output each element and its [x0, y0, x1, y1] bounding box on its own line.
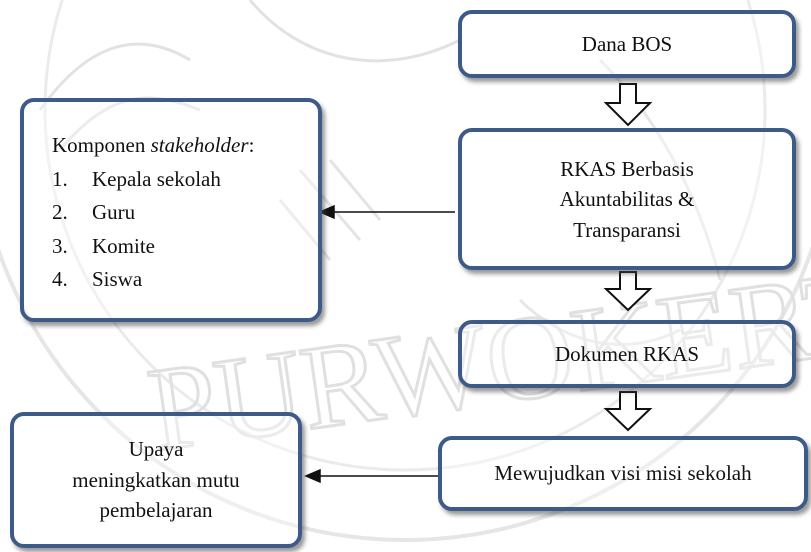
down-arrow-1	[603, 83, 653, 127]
dana-bos-label: Dana BOS	[581, 31, 673, 56]
dana-bos-box: Dana BOS	[458, 10, 796, 78]
down-arrow-2	[603, 271, 653, 312]
rkas-line-3: Transparansi	[573, 217, 681, 242]
down-arrow-3	[603, 391, 653, 432]
mewujudkan-label: Mewujudkan visi misi sekolah	[494, 461, 752, 486]
left-arrow-1	[318, 204, 335, 220]
list-item: 1.Kepala sekolah	[52, 166, 221, 191]
list-item: 3.Komite	[52, 233, 155, 258]
upaya-box: Upaya meningkatkan mutu pembelajaran	[10, 412, 302, 548]
stakeholder-box: Komponen stakeholder: 1.Kepala sekolah 2…	[20, 98, 322, 322]
rkas-line-2: Akuntabilitas &	[559, 187, 695, 212]
upaya-line-2: meningkatkan mutu	[72, 467, 240, 492]
stakeholder-heading: Komponen stakeholder:	[52, 133, 255, 157]
list-item: 2.Guru	[52, 200, 136, 225]
dokumen-rkas-box: Dokumen RKAS	[458, 320, 796, 388]
left-arrow-2	[304, 468, 321, 484]
dokumen-rkas-label: Dokumen RKAS	[554, 341, 700, 366]
stakeholder-list: 1.Kepala sekolah 2.Guru 3.Komite 4.Siswa	[52, 163, 254, 297]
rkas-line-1: RKAS Berbasis	[560, 157, 694, 181]
mewujudkan-box: Mewujudkan visi misi sekolah	[438, 436, 808, 511]
upaya-line-1: Upaya	[128, 437, 184, 462]
list-item: 4.Siswa	[52, 267, 143, 292]
rkas-berbasis-box: RKAS Berbasis Akuntabilitas & Transparan…	[458, 128, 796, 270]
upaya-line-3: pembelajaran	[99, 498, 213, 523]
